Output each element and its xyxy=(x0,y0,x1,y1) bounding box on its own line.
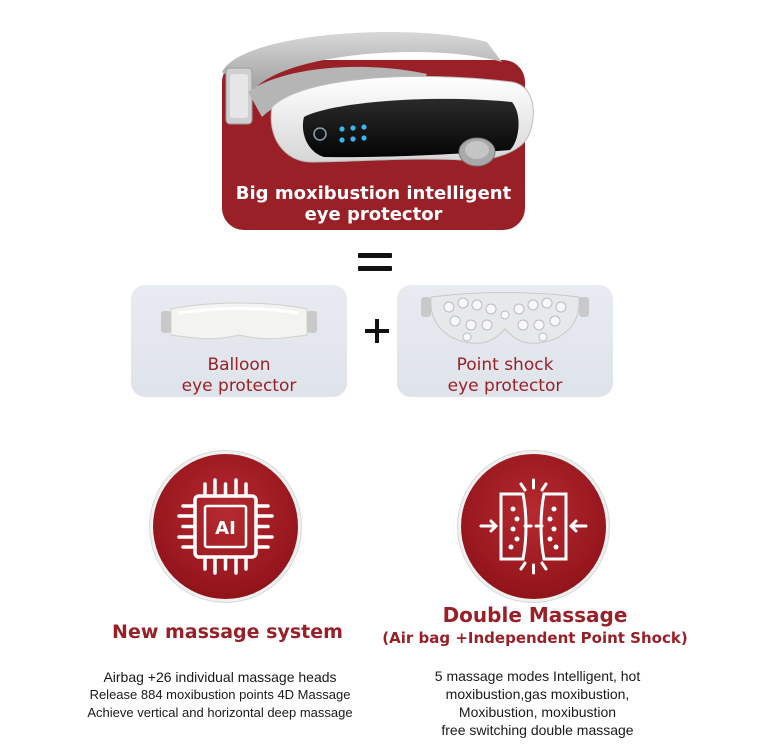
point-shock-title-line1: Point shock xyxy=(456,355,554,375)
double-massage-badge xyxy=(461,454,606,599)
hero-title-line1: Big moxibustion intelligent xyxy=(235,183,512,204)
point-shock-title-line2: eye protector xyxy=(447,376,563,396)
double-massage-icon xyxy=(479,478,588,575)
equals-sign xyxy=(355,248,395,278)
hero-title: Big moxibustion intelligent eye protecto… xyxy=(222,183,525,225)
hero-title-line2: eye protector xyxy=(304,204,443,225)
right-desc-line1: 5 massage modes Intelligent, hot xyxy=(434,668,641,684)
right-desc-line3: Moxibustion, moxibustion xyxy=(458,704,617,720)
balloon-title-line1: Balloon xyxy=(207,355,271,375)
left-desc-line1: Airbag +26 individual massage heads xyxy=(103,669,337,685)
balloon-title-line2: eye protector xyxy=(181,376,297,396)
point-shock-card: Point shock eye protector xyxy=(397,285,613,397)
right-desc-line2: moxibustion,gas moxibustion, xyxy=(445,686,630,702)
plus-sign xyxy=(362,316,392,346)
eye-massager-image xyxy=(222,32,534,167)
ai-chip-icon: AI xyxy=(177,478,274,575)
ai-chip-badge: AI xyxy=(153,454,298,599)
balloon-eye-protector-image xyxy=(161,302,317,340)
ai-chip-label: AI xyxy=(215,518,236,539)
double-massage-subtitle: (Air bag +Independent Point Shock) xyxy=(382,629,688,647)
double-massage-title: Double Massage xyxy=(442,603,628,627)
point-shock-eye-protector-image xyxy=(421,292,589,344)
balloon-card: Balloon eye protector xyxy=(131,285,347,397)
right-desc-line4: free switching double massage xyxy=(441,722,634,738)
left-desc-line2: Release 884 moxibustion points 4D Massag… xyxy=(89,687,351,702)
left-desc-line3: Achieve vertical and horizontal deep mas… xyxy=(87,705,353,720)
new-massage-system-title: New massage system xyxy=(112,621,343,643)
